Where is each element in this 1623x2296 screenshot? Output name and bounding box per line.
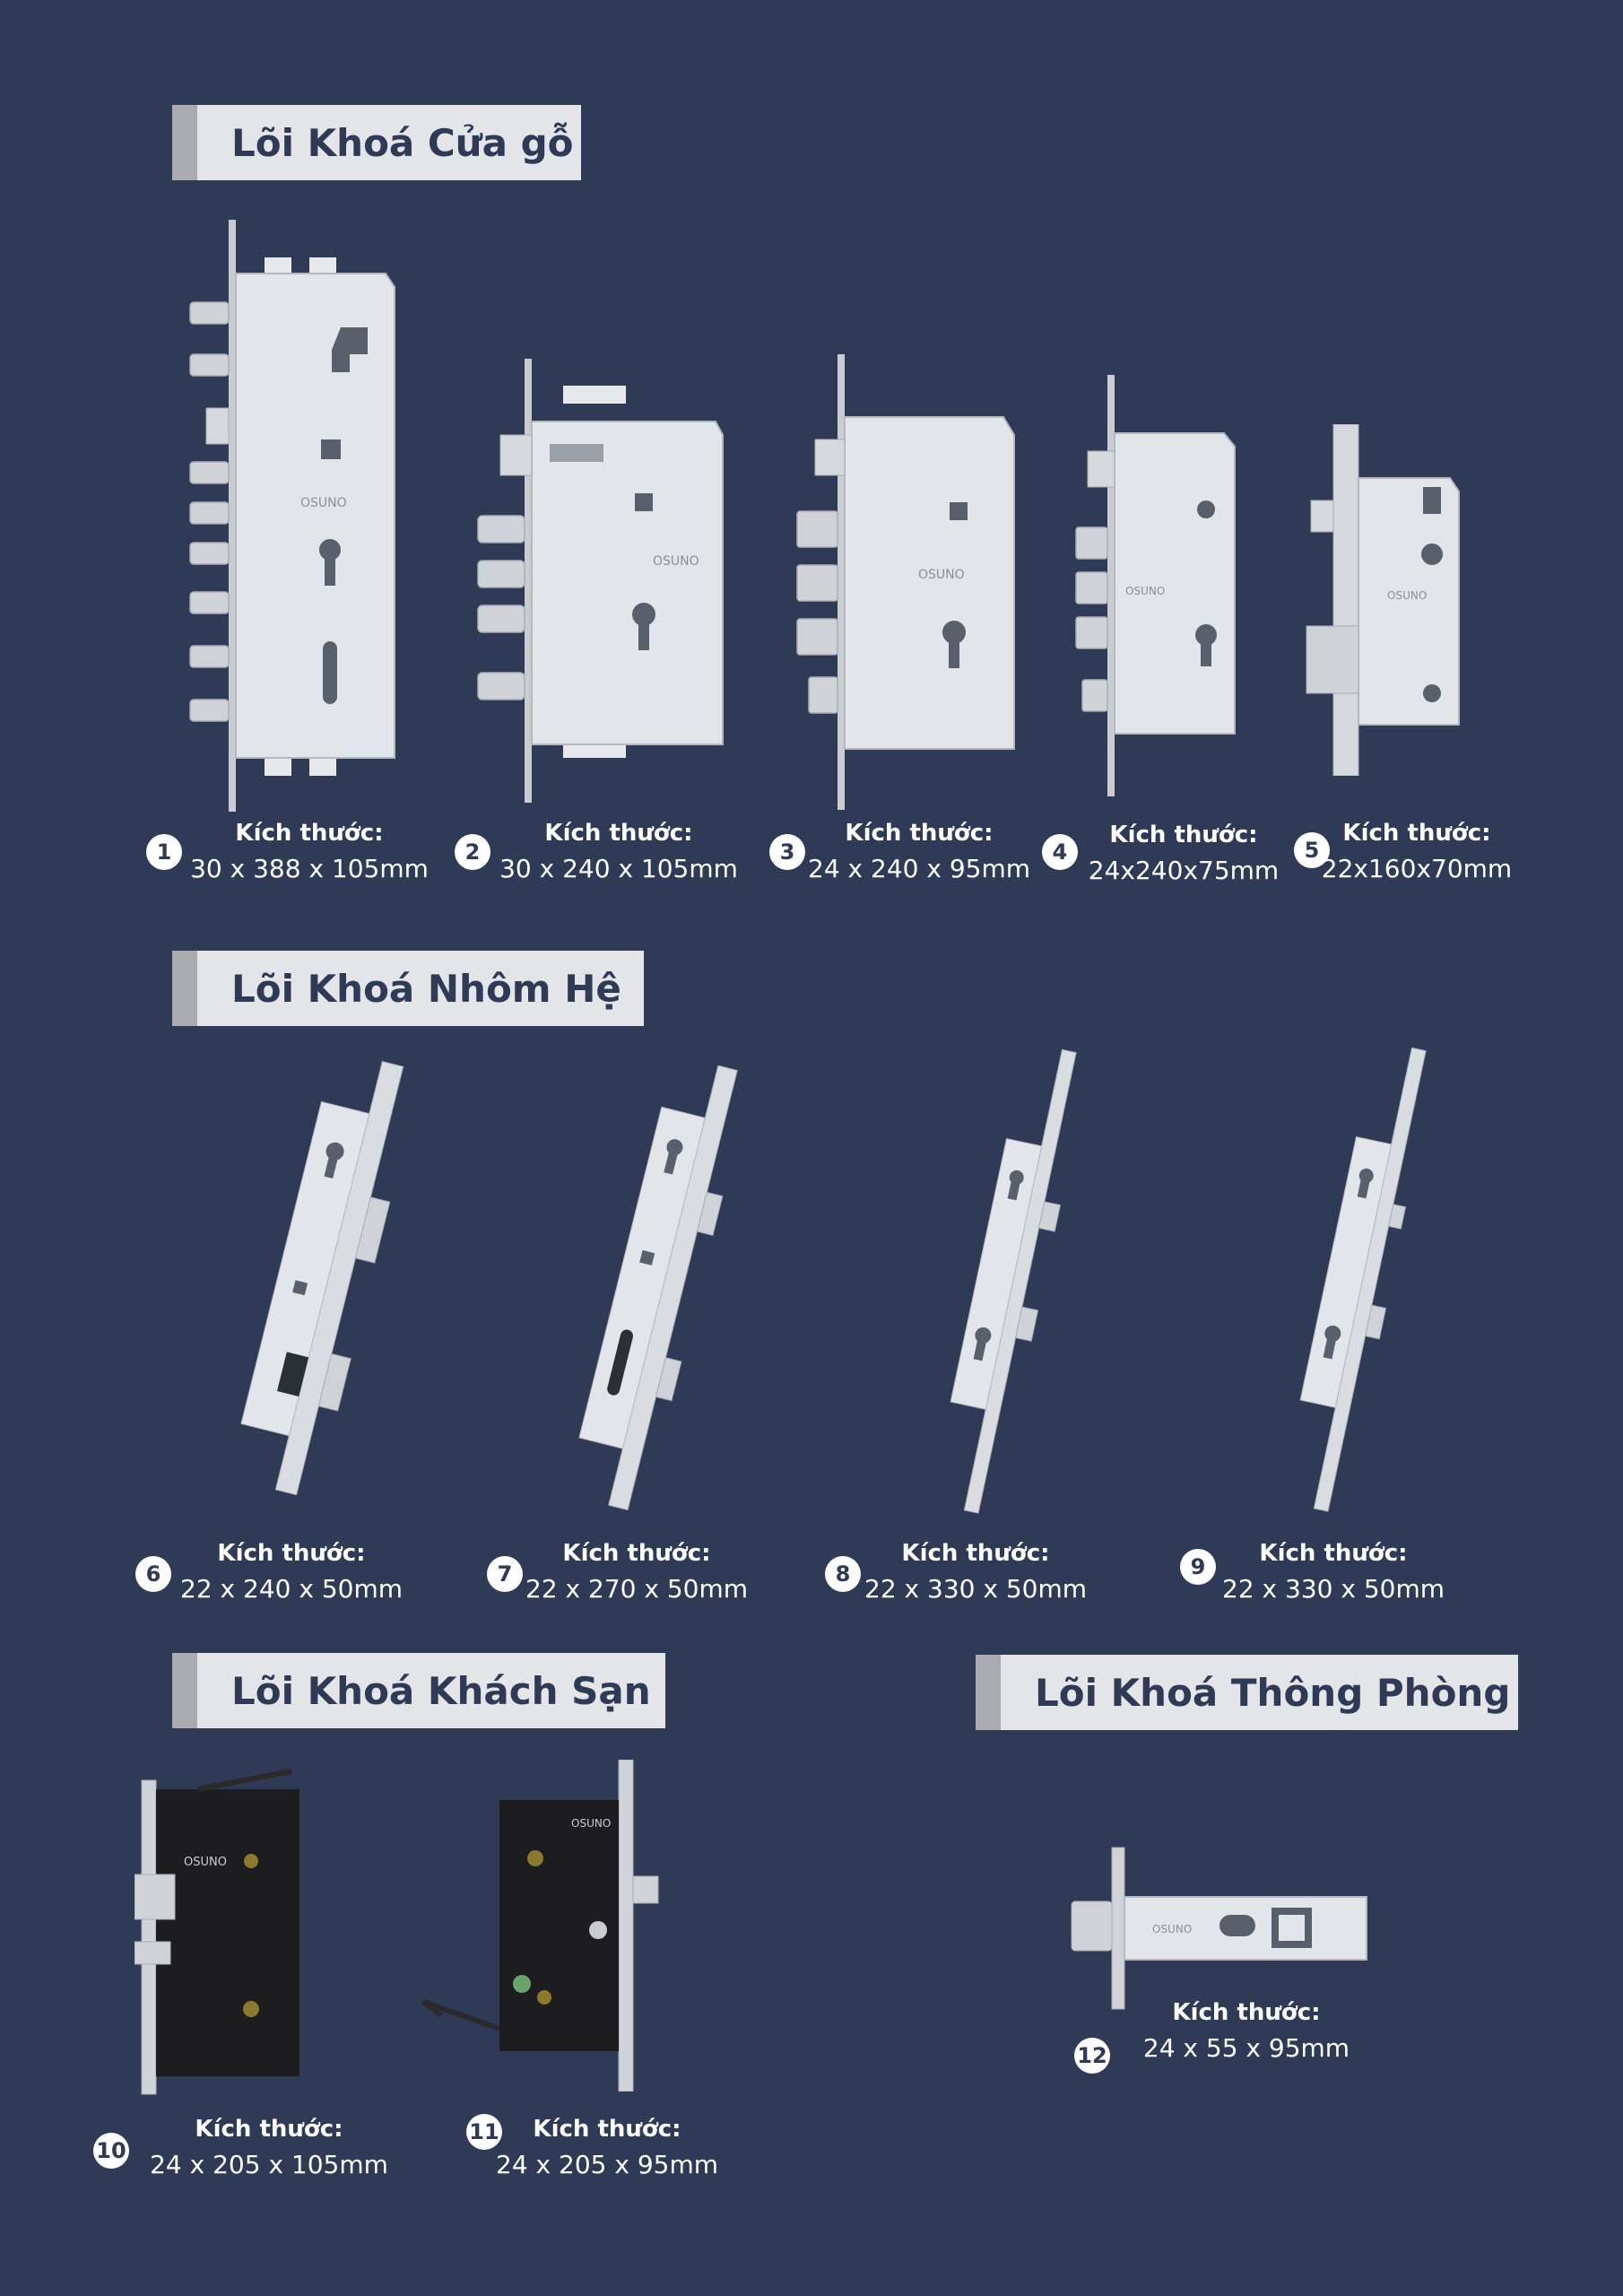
product-image-11: OSUNO xyxy=(414,1760,661,2092)
product-spec-12: Kích thước: 24 x 55 x 95mm xyxy=(1116,1996,1376,2067)
product-number-9: 9 xyxy=(1180,1549,1216,1585)
product-number-8: 8 xyxy=(825,1556,861,1592)
size-value: 22 x 240 x 50mm xyxy=(180,1574,403,1604)
lock-body-8-icon xyxy=(950,1048,1077,1514)
section-tab-hotel: Lõi Khoá Khách Sạn xyxy=(172,1653,665,1728)
section-tab-passage: Lõi Khoá Thông Phòng xyxy=(976,1655,1518,1730)
product-image-4: OSUNO xyxy=(1072,375,1237,796)
product-image-7 xyxy=(569,1058,753,1511)
product-number-1: 1 xyxy=(146,834,182,870)
product-number-4: 4 xyxy=(1042,834,1078,870)
product-number-11: 11 xyxy=(466,2114,502,2150)
svg-text:OSUNO: OSUNO xyxy=(1152,1923,1192,1935)
size-label: Kích thước: xyxy=(533,2116,681,2143)
size-value: 24 x 240 x 95mm xyxy=(808,854,1030,883)
section-tab-accent xyxy=(172,1653,197,1728)
size-label: Kích thước: xyxy=(217,1540,366,1567)
section-title-aluminum: Lõi Khoá Nhôm Hệ xyxy=(231,966,621,1011)
size-value: 24 x 205 x 95mm xyxy=(496,2150,718,2179)
size-label: Kích thước: xyxy=(1172,1999,1321,2026)
size-label: Kích thước: xyxy=(562,1540,711,1567)
product-spec-3: Kích thước: 24 x 240 x 95mm xyxy=(789,816,1049,888)
product-image-1: OSUNO xyxy=(179,220,399,812)
size-value: 22x160x70mm xyxy=(1321,854,1513,883)
svg-text:OSUNO: OSUNO xyxy=(184,1856,227,1869)
section-title-passage: Lõi Khoá Thông Phòng xyxy=(1035,1670,1511,1715)
product-number-7: 7 xyxy=(487,1556,523,1592)
product-spec-4: Kích thước: 24x240x75mm xyxy=(1072,818,1296,890)
lock-body-7-icon xyxy=(578,1065,738,1511)
svg-text:OSUNO: OSUNO xyxy=(1387,589,1427,602)
product-spec-11: Kích thước: 24 x 205 x 95mm xyxy=(477,2112,737,2184)
product-image-10: OSUNO xyxy=(135,1753,318,2099)
product-image-8 xyxy=(928,1045,1103,1516)
size-value: 30 x 240 x 105mm xyxy=(499,854,738,883)
product-spec-9: Kích thước: 22 x 330 x 50mm xyxy=(1203,1536,1463,1608)
product-number-3: 3 xyxy=(769,834,805,870)
svg-text:OSUNO: OSUNO xyxy=(571,1817,611,1830)
lock-body-10-icon: OSUNO xyxy=(135,1769,299,2095)
section-tab-accent xyxy=(172,105,197,180)
product-spec-5: Kích thước: 22x160x70mm xyxy=(1309,816,1524,888)
section-title-hotel: Lõi Khoá Khách Sạn xyxy=(231,1668,651,1713)
lock-body-12-icon: OSUNO xyxy=(1071,1847,1367,2010)
product-spec-1: Kích thước: 30 x 388 x 105mm xyxy=(179,816,439,888)
product-image-5: OSUNO xyxy=(1302,424,1462,776)
size-value: 22 x 330 x 50mm xyxy=(1222,1574,1445,1604)
lock-body-1-icon: OSUNO xyxy=(189,220,395,812)
product-spec-10: Kích thước: 24 x 205 x 105mm xyxy=(139,2112,399,2184)
lock-body-11-icon: OSUNO xyxy=(421,1760,659,2092)
lock-body-2-icon: OSUNO xyxy=(477,359,724,803)
size-label: Kích thước: xyxy=(235,820,384,847)
size-value: 24 x 205 x 105mm xyxy=(150,2150,388,2179)
size-value: 24 x 55 x 95mm xyxy=(1142,2033,1350,2063)
size-value: 24x240x75mm xyxy=(1088,856,1280,885)
product-spec-8: Kích thước: 22 x 330 x 50mm xyxy=(846,1536,1106,1608)
size-label: Kích thước: xyxy=(544,820,693,847)
section-tab-accent xyxy=(172,951,197,1026)
size-value: 22 x 270 x 50mm xyxy=(525,1574,748,1604)
section-tab-aluminum: Lõi Khoá Nhôm Hệ xyxy=(172,951,644,1026)
product-spec-2: Kích thước: 30 x 240 x 105mm xyxy=(489,816,749,888)
product-number-2: 2 xyxy=(455,834,490,870)
lock-body-9-icon xyxy=(1299,1047,1427,1512)
size-label: Kích thước: xyxy=(1342,820,1491,847)
svg-text:OSUNO: OSUNO xyxy=(300,496,347,510)
lock-body-5-icon: OSUNO xyxy=(1306,424,1460,776)
size-label: Kích thước: xyxy=(845,820,994,847)
product-number-12: 12 xyxy=(1074,2038,1110,2074)
size-label: Kích thước: xyxy=(195,2116,343,2143)
section-tab-accent xyxy=(976,1655,1001,1730)
product-number-6: 6 xyxy=(135,1556,171,1592)
lock-body-3-icon: OSUNO xyxy=(796,354,1015,810)
lock-body-6-icon xyxy=(240,1060,404,1495)
product-image-12: OSUNO xyxy=(1067,1843,1372,2013)
section-title-wood: Lõi Khoá Cửa gỗ xyxy=(231,120,574,165)
product-image-6 xyxy=(226,1054,423,1495)
svg-text:OSUNO: OSUNO xyxy=(1125,585,1165,597)
size-label: Kích thước: xyxy=(901,1540,1050,1567)
size-value: 30 x 388 x 105mm xyxy=(190,854,429,883)
product-image-2: OSUNO xyxy=(473,359,725,803)
svg-text:OSUNO: OSUNO xyxy=(653,554,699,569)
lock-body-4-icon: OSUNO xyxy=(1075,375,1236,796)
size-value: 22 x 330 x 50mm xyxy=(864,1574,1087,1604)
svg-text:OSUNO: OSUNO xyxy=(918,568,965,582)
section-tab-wood: Lõi Khoá Cửa gỗ xyxy=(172,105,581,180)
product-spec-6: Kích thước: 22 x 240 x 50mm xyxy=(161,1536,421,1608)
product-number-5: 5 xyxy=(1294,832,1330,868)
product-spec-7: Kích thước: 22 x 270 x 50mm xyxy=(507,1536,767,1608)
size-label: Kích thước: xyxy=(1259,1540,1408,1567)
product-number-10: 10 xyxy=(93,2133,129,2169)
size-label: Kích thước: xyxy=(1109,822,1258,848)
product-image-3: OSUNO xyxy=(793,354,1017,810)
product-image-9 xyxy=(1278,1043,1453,1514)
